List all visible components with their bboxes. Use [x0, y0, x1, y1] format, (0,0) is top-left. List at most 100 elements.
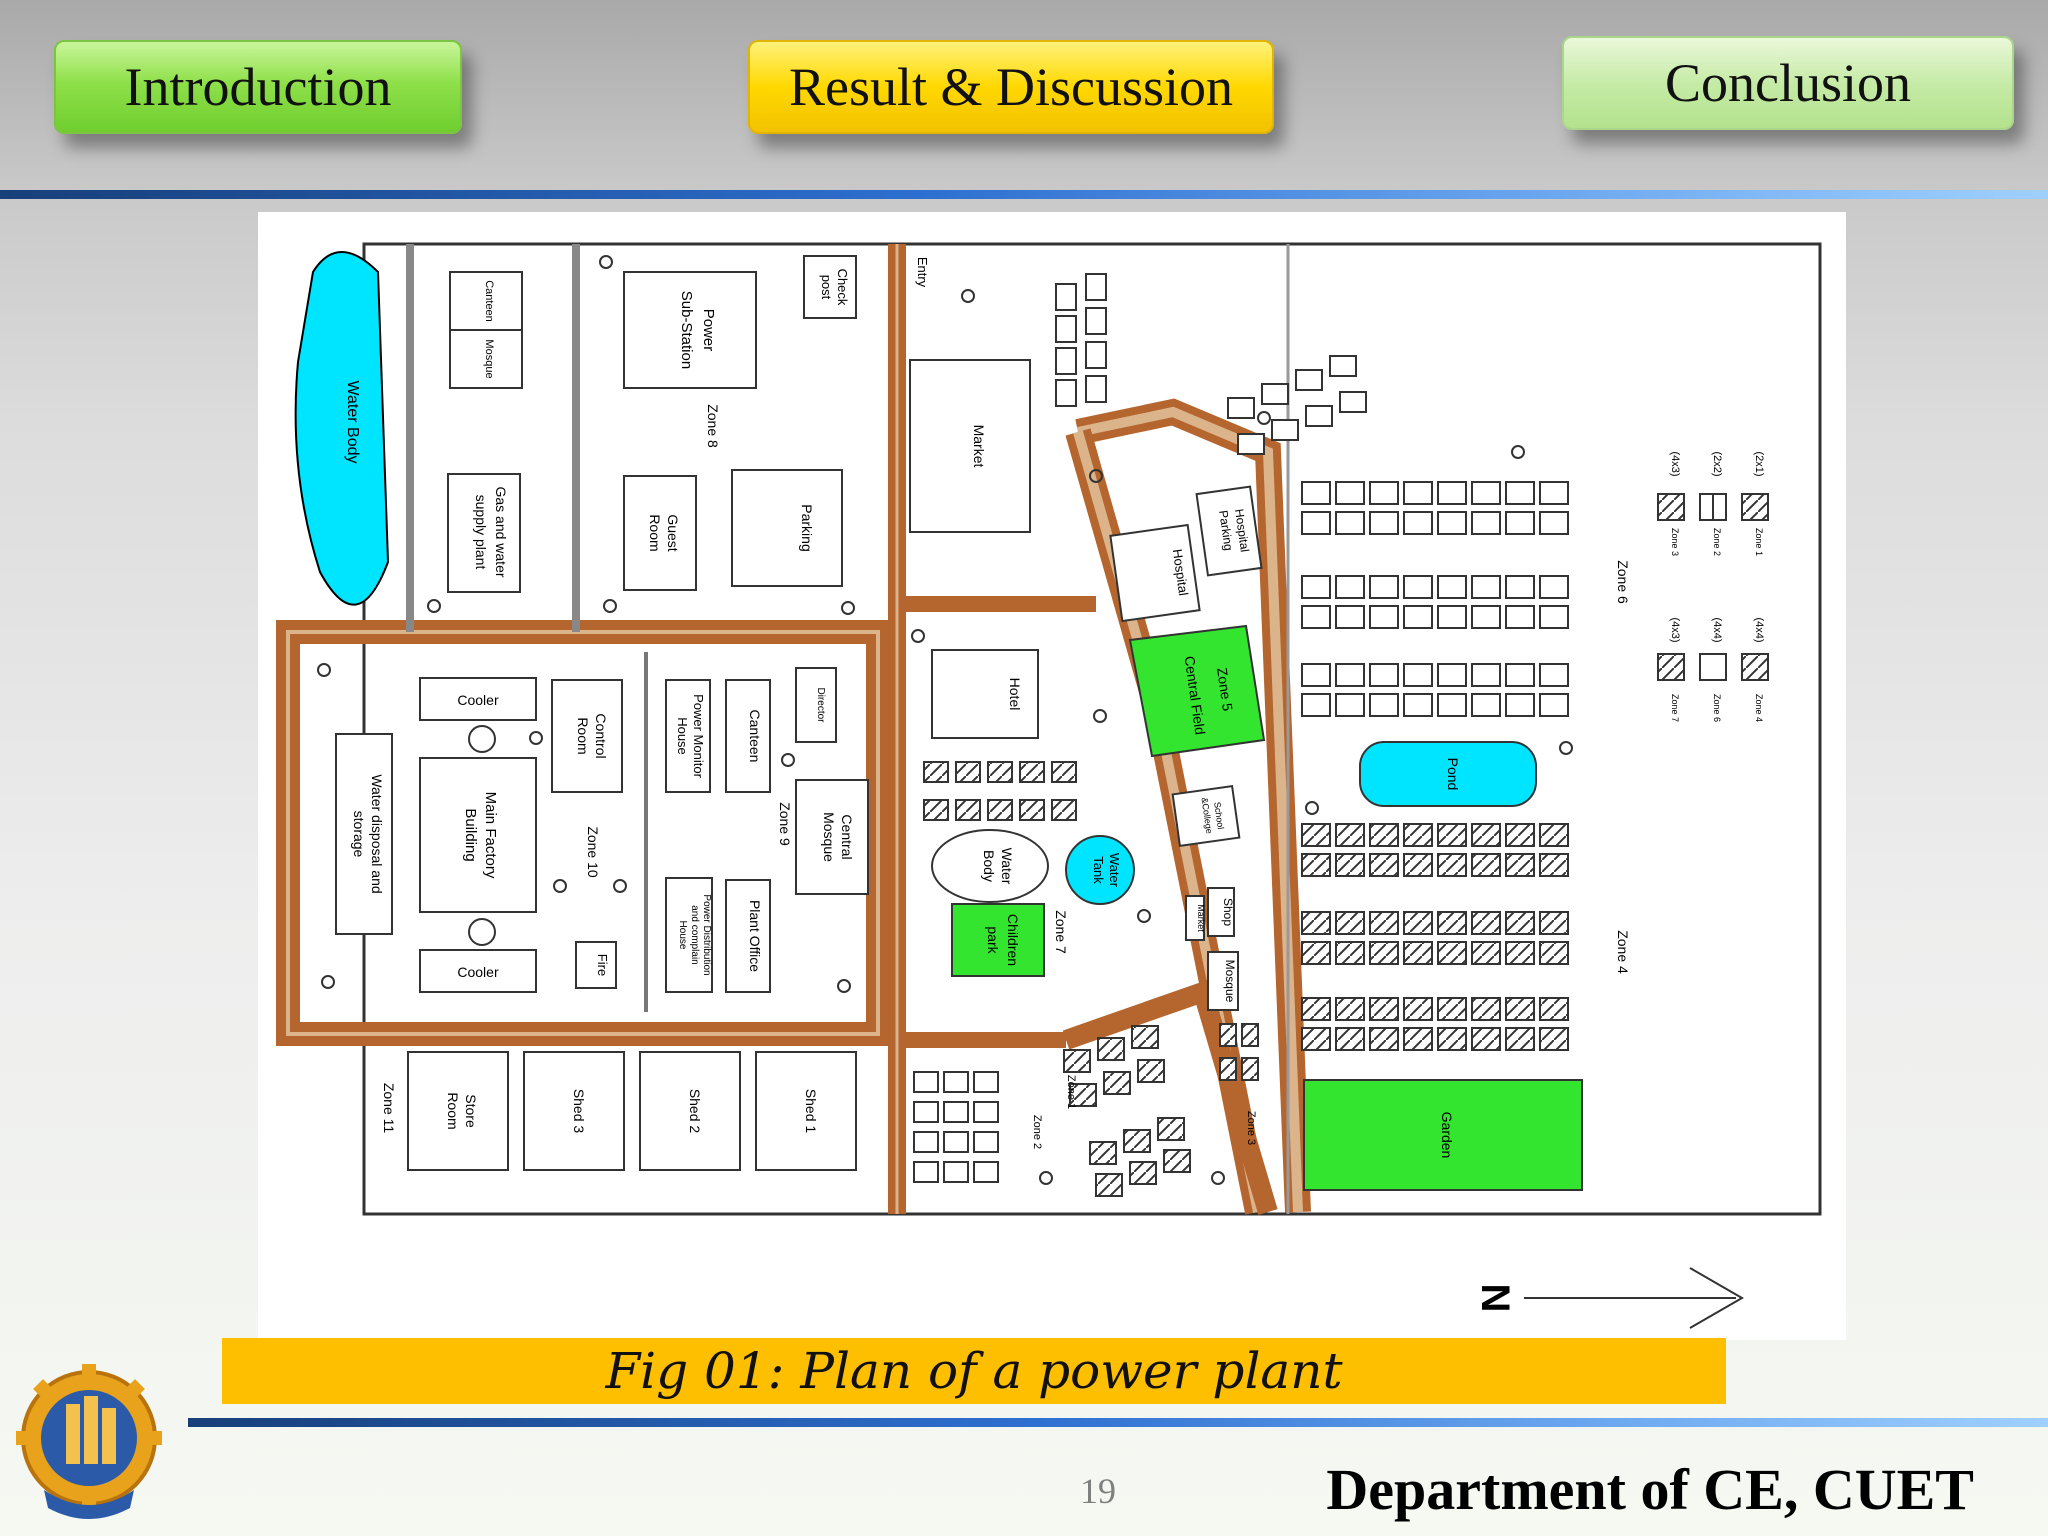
zone2-house-grid — [913, 1071, 999, 1183]
zone7-house-grid — [923, 761, 1077, 821]
zone6-label: Zone 6 — [1615, 560, 1631, 604]
school1-label: School — [1212, 801, 1226, 830]
water-disposal-label: Water disposal and — [369, 774, 385, 893]
water-tank1-label: Water — [1107, 853, 1122, 888]
hotel-building — [931, 649, 1039, 739]
lamp-markers — [317, 255, 1573, 1185]
power-plant-plan: Water Body Canteen Mosque Gas and water … — [258, 212, 1846, 1340]
zone2-label: Zone 2 — [1031, 1115, 1043, 1149]
site-boundary — [362, 242, 1822, 1216]
control-label: Control — [593, 713, 609, 758]
children-park — [951, 903, 1045, 977]
fire-label: Fire — [595, 954, 610, 976]
director-office — [795, 667, 837, 743]
central-mosque — [795, 779, 869, 895]
shed1-label: Shed 1 — [803, 1089, 819, 1134]
garden-label: Garden — [1439, 1112, 1455, 1159]
director-label: Director — [815, 687, 826, 723]
guest-room — [623, 475, 697, 591]
zone9-label: Zone 9 — [777, 802, 793, 846]
control-room-label: Room — [575, 717, 591, 754]
legend-4x4b: (4x4) — [1711, 617, 1723, 642]
children-label: Children — [1005, 914, 1021, 966]
legend-zone1: Zone 1 — [1754, 528, 1764, 556]
hospital-parking — [1195, 485, 1263, 577]
cooler-north-label: Cooler — [457, 692, 499, 708]
water-tank2-label: Tank — [1091, 856, 1106, 884]
central-field — [1128, 624, 1266, 758]
tab-result-discussion[interactable]: Result & Discussion — [748, 40, 1274, 134]
tab-introduction-label: Introduction — [124, 57, 392, 117]
hospital-label: Hospital — [1170, 548, 1191, 597]
water-body-label: Water Body — [344, 381, 361, 464]
mosque-small-label: Mosque — [483, 339, 495, 378]
store-label: Store — [463, 1094, 479, 1128]
zone11-label: Zone 11 — [381, 1083, 397, 1134]
shed-1 — [755, 1051, 857, 1171]
cooler-north-tank — [468, 725, 496, 753]
legend-zone6: Zone 6 — [1712, 694, 1722, 722]
parking-area — [731, 469, 843, 587]
water-body2-label: Water — [999, 848, 1015, 885]
power-monitor-house — [665, 679, 711, 793]
legend-zone3: Zone 3 — [1670, 528, 1680, 556]
cooler-south — [419, 949, 537, 993]
tab-result-discussion-label: Result & Discussion — [788, 57, 1234, 117]
zone1-house-grid — [1055, 273, 1107, 407]
power-label: Power — [700, 309, 717, 352]
water-body — [294, 251, 390, 606]
water-tank — [1065, 835, 1135, 905]
market-building — [909, 359, 1031, 533]
tab-conclusion-label: Conclusion — [1664, 53, 1911, 113]
check-label: Check — [835, 269, 850, 306]
cuet-logo — [14, 1360, 164, 1528]
power-distribution-house — [665, 877, 713, 993]
north-arrow: N — [1473, 1267, 1745, 1329]
and-complain-label: and complain — [689, 905, 700, 964]
legend-zone7: Zone 7 — [1670, 694, 1680, 722]
parking-label: Parking — [799, 504, 815, 551]
legend: (2x1) (2x2) (4x3) Zone 1 Zone 2 Zone 3 (… — [1657, 451, 1769, 722]
post-label: post — [819, 275, 834, 300]
tab-introduction[interactable]: Introduction — [54, 40, 462, 134]
legend-2x2: (2x2) — [1711, 451, 1723, 476]
legend-swatch-zone3 — [1657, 493, 1685, 521]
department-name: Department of CE, CUET — [1326, 1457, 1974, 1522]
shed-3 — [523, 1051, 625, 1171]
tab-conclusion[interactable]: Conclusion — [1562, 36, 2014, 130]
pond — [1359, 741, 1537, 807]
zone1-house-row — [1227, 355, 1367, 455]
house2-label: House — [677, 921, 688, 950]
legend-4x4a: (4x4) — [1753, 617, 1765, 642]
pond-label: Pond — [1445, 758, 1461, 791]
shop-label: Shop — [1221, 898, 1235, 926]
power-dist-label: Power Distribution — [701, 894, 712, 975]
mosque-label: Mosque — [821, 812, 837, 862]
hospital-building — [1109, 523, 1201, 623]
zone3-hatched-pair — [1219, 1023, 1259, 1081]
shed-2 — [639, 1051, 741, 1171]
gas-water-label: Gas and water — [493, 486, 509, 577]
hospital-parking2-label: Parking — [1216, 509, 1236, 551]
building-label: Building — [462, 808, 479, 861]
plant-office — [725, 879, 771, 993]
zone4-house-grid — [1301, 823, 1569, 1051]
entry-label: Entry — [915, 257, 930, 288]
zone10-label: Zone 10 — [585, 826, 601, 878]
legend-2x1: (2x1) — [1753, 451, 1765, 476]
zone3-label: Zone 3 — [1245, 1111, 1257, 1145]
zone7-label: Zone 7 — [1053, 910, 1069, 954]
main-factory-label: Main Factory — [482, 792, 499, 879]
store-room — [407, 1051, 509, 1171]
legend-swatch-zone6 — [1699, 653, 1727, 681]
main-factory-building — [419, 757, 537, 913]
zone5-label: Zone 5 — [1214, 667, 1236, 713]
room-label: Room — [647, 514, 663, 551]
north-label: N — [1473, 1284, 1517, 1313]
mosque-zone5 — [1207, 951, 1239, 1011]
zone6-house-grid — [1301, 481, 1569, 717]
check-post — [803, 255, 857, 319]
figure-caption: Fig 01: Plan of a power plant — [222, 1338, 1726, 1404]
legend-zone4: Zone 4 — [1754, 694, 1764, 722]
legend-zone2: Zone 2 — [1712, 528, 1722, 556]
